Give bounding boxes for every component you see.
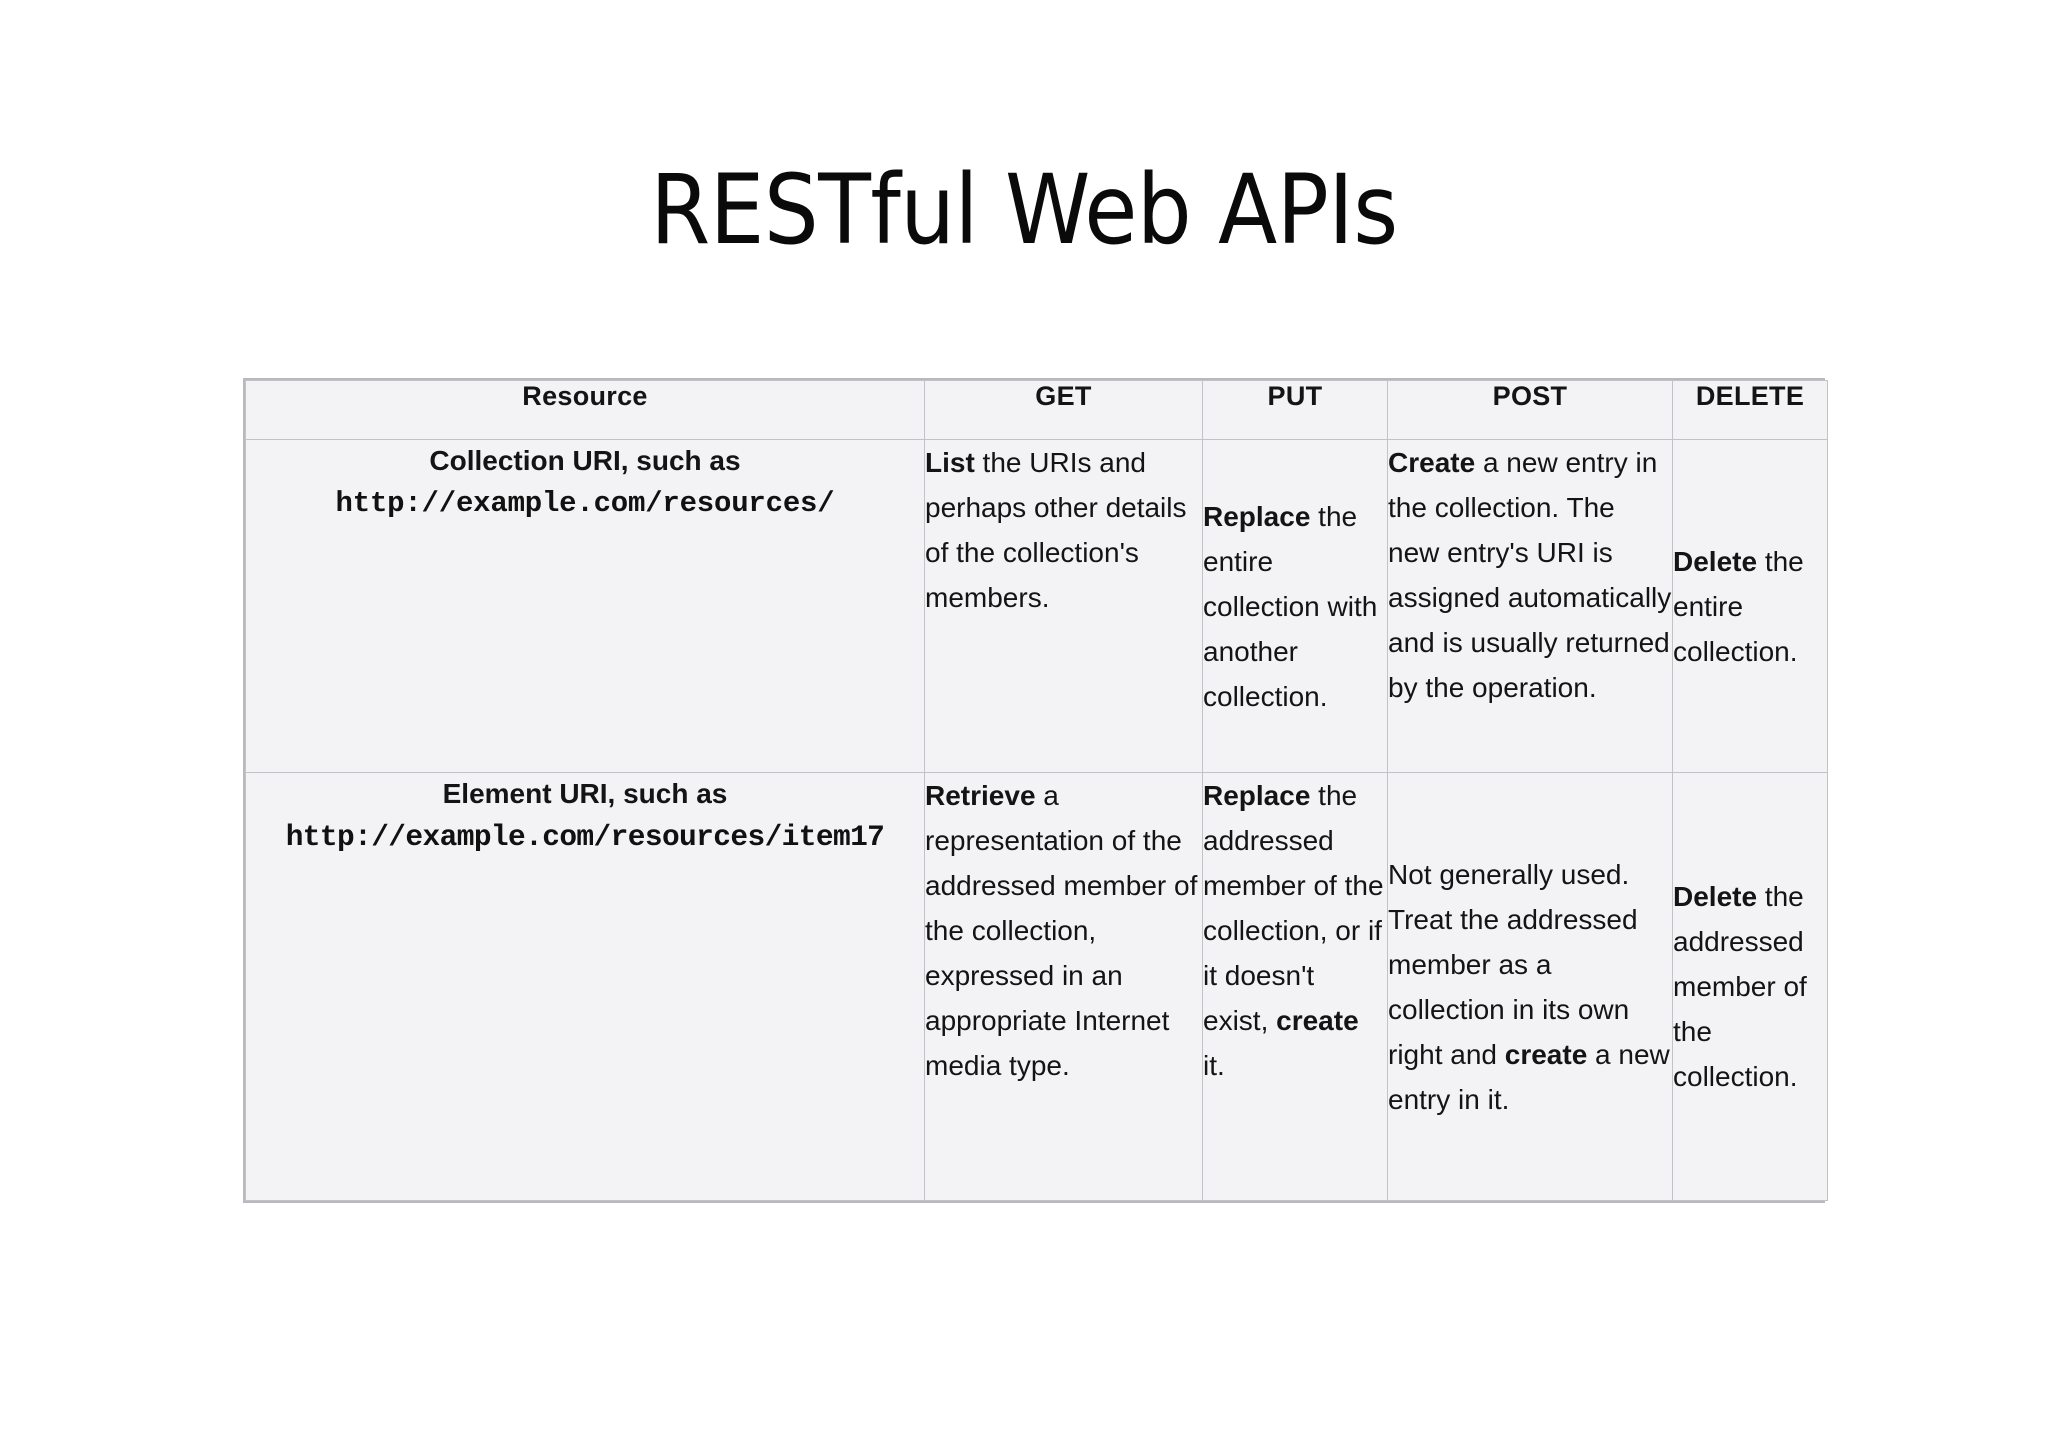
verb-description: the addressed member of the collection, …: [1203, 780, 1384, 1036]
rest-methods-table: Resource GET PUT POST DELETE Collection …: [245, 380, 1828, 1201]
column-header-delete: DELETE: [1672, 380, 1828, 440]
verb-emphasis: Delete: [1673, 881, 1758, 912]
page-title: RESTful Web APIs: [650, 154, 1398, 266]
table-header: Resource GET PUT POST DELETE: [245, 380, 1828, 440]
rest-methods-table-container: Resource GET PUT POST DELETE Collection …: [243, 378, 1828, 1203]
table-row: Collection URI, such as http://example.c…: [245, 439, 1828, 773]
cell-delete-collection: Delete the entire collection.: [1672, 439, 1828, 773]
verb-emphasis: Retrieve: [925, 780, 1036, 811]
cell-put-collection: Replace the entire collection with anoth…: [1202, 439, 1388, 773]
verb-emphasis: Replace: [1203, 780, 1311, 811]
verb-description: a representation of the addressed member…: [925, 780, 1198, 1081]
verb-emphasis: Create: [1388, 447, 1476, 478]
table-row: Element URI, such as http://example.com/…: [245, 772, 1828, 1201]
table-body: Collection URI, such as http://example.c…: [245, 439, 1828, 1201]
column-header-put: PUT: [1202, 380, 1388, 440]
verb-description: the addressed member of the collection.: [1673, 881, 1807, 1092]
verb-description: Not generally used. Treat the addressed …: [1388, 858, 1638, 1070]
column-header-get: GET: [924, 380, 1203, 440]
verb-description-secondary: it.: [1203, 1050, 1225, 1081]
verb-emphasis-secondary: create: [1504, 1038, 1588, 1070]
cell-post-collection: Create a new entry in the collection. Th…: [1387, 439, 1673, 773]
verb-description: a new entry in the collection. The new e…: [1388, 447, 1672, 703]
cell-post-element: Not generally used. Treat the addressed …: [1387, 772, 1673, 1201]
resource-label: Collection URI, such as: [429, 445, 741, 476]
cell-resource-element: Element URI, such as http://example.com/…: [245, 772, 925, 1201]
resource-uri: http://example.com/resources/item17: [285, 820, 885, 854]
verb-description: the entire collection with another colle…: [1203, 500, 1378, 712]
verb-emphasis: Replace: [1203, 500, 1311, 532]
cell-put-element: Replace the addressed member of the coll…: [1202, 772, 1388, 1201]
verb-emphasis: List: [925, 447, 975, 478]
column-header-resource: Resource: [245, 380, 925, 440]
column-header-post: POST: [1387, 380, 1673, 440]
cell-get-collection: List the URIs and perhaps other details …: [924, 439, 1203, 773]
verb-description-secondary: a new entry in it.: [1388, 1038, 1670, 1115]
verb-description: the URIs and perhaps other details of th…: [925, 447, 1187, 613]
verb-description: the entire collection.: [1673, 545, 1804, 667]
verb-emphasis-secondary: create: [1276, 1005, 1359, 1036]
cell-resource-collection: Collection URI, such as http://example.c…: [245, 439, 925, 773]
verb-emphasis: Delete: [1673, 545, 1758, 577]
table-header-row: Resource GET PUT POST DELETE: [245, 380, 1828, 440]
resource-uri: http://example.com/resources/: [335, 487, 835, 520]
cell-delete-element: Delete the addressed member of the colle…: [1672, 772, 1828, 1201]
cell-get-element: Retrieve a representation of the address…: [924, 772, 1203, 1201]
resource-label: Element URI, such as: [442, 778, 728, 809]
